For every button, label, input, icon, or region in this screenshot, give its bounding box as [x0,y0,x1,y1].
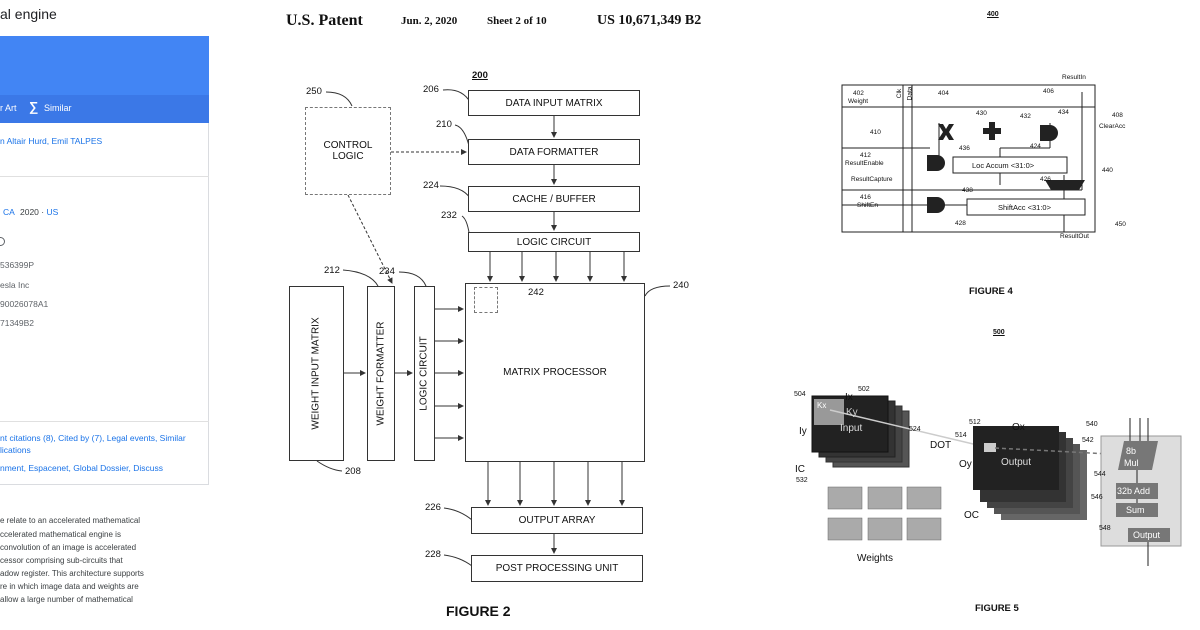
ix-label: Ix [845,392,853,403]
figure-5-caption: FIGURE 5 [975,603,1019,614]
kx-label: Kx [817,401,826,410]
ref-label: 540 [1086,421,1098,428]
oc-label: OC [964,510,979,521]
weights-label: Weights [857,553,893,564]
ref-label: 504 [794,391,806,398]
output-block-label: Output [1133,530,1160,540]
output-label: Output [1001,457,1031,468]
ref-label: 532 [796,477,808,484]
dot-label: DOT [930,440,951,451]
ref-label: 546 [1091,494,1103,501]
ref-label: 548 [1099,525,1111,532]
ref-label: 512 [969,419,981,426]
mul-label: Mul [1124,458,1139,468]
ref-label: 502 [858,386,870,393]
ref-label: 524 [909,426,921,433]
ref-label: 544 [1094,471,1106,478]
input-label: Input [840,423,862,434]
8b-label: 8b [1126,446,1136,456]
ref-label: 542 [1082,437,1094,444]
sum-label: Sum [1126,505,1145,515]
ic-label: IC [795,464,805,475]
oy-label: Oy [959,459,972,470]
iy-label: Iy [799,426,807,437]
ref-label: 514 [955,432,967,439]
add-label: 32b Add [1117,486,1150,496]
ky-label: Ky [846,407,858,418]
ox-label: Ox [1012,422,1025,433]
